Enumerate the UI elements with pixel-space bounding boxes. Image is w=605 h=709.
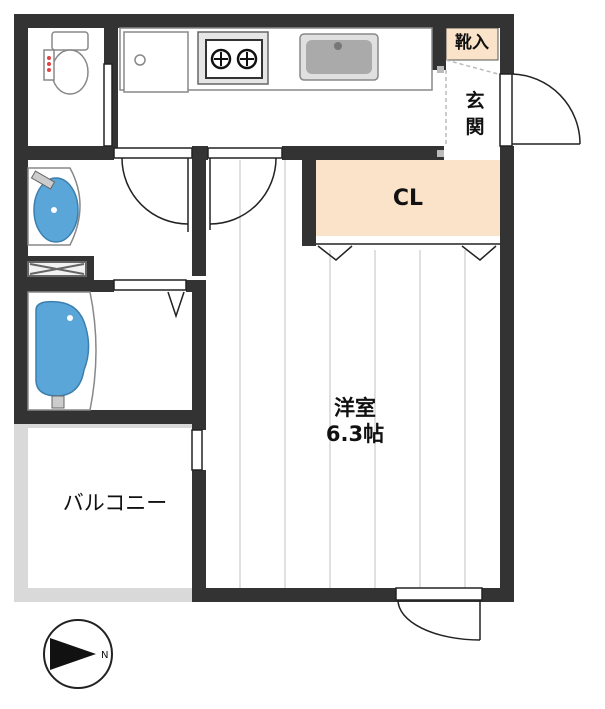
balcony [14,422,198,602]
doors [103,63,581,641]
kitchen [119,27,433,93]
compass-rose: N [43,619,113,689]
western-room-size: 6.3帖 [325,422,385,446]
western-room-name: 洋室 [334,396,376,420]
entrance-label-line-1: 玄 [465,90,485,112]
shoe-storage-label: 靴入 [455,33,489,53]
balcony-label: バルコニー [62,491,168,515]
western-room-label: 洋室 6.3帖 [300,395,410,447]
entrance-label: 玄 関 [460,88,490,140]
floor-stripes [239,160,466,588]
washbasin [27,167,81,246]
compass-north-label: N [101,650,108,661]
toilet [43,31,89,95]
bathtub [27,291,97,411]
closet-label: CL [392,186,424,211]
entrance-label-line-2: 関 [465,116,485,138]
vent [27,261,87,277]
closet-area [312,160,500,236]
entrance-step [445,59,499,146]
